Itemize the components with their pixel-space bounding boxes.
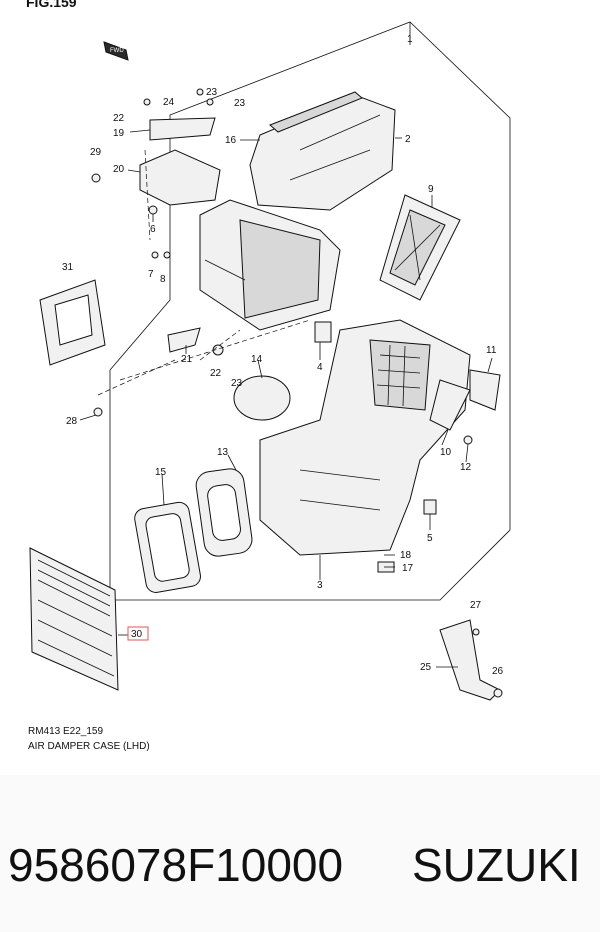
fwd-badge-text: FWD bbox=[110, 48, 124, 54]
callout-11: 11 bbox=[486, 345, 497, 356]
fastener-23b bbox=[206, 98, 214, 106]
fwd-arrow-icon: FWD bbox=[103, 41, 129, 61]
part-15-frame-seal bbox=[134, 501, 201, 593]
part-14-pad bbox=[233, 375, 291, 421]
callout-12: 12 bbox=[460, 462, 472, 473]
fastener-8 bbox=[163, 251, 171, 259]
callout-31: 31 bbox=[62, 262, 74, 273]
callout-7: 7 bbox=[148, 269, 154, 280]
part-9-filter-frame bbox=[379, 194, 461, 301]
callout-24: 24 bbox=[163, 97, 175, 108]
callout-17: 17 bbox=[402, 563, 414, 574]
grid-vents bbox=[376, 344, 421, 407]
callout-27: 27 bbox=[470, 600, 482, 611]
part-19-clip bbox=[149, 117, 216, 141]
callout-30: 30 bbox=[131, 629, 143, 640]
diagram-caption: AIR DAMPER CASE (LHD) bbox=[28, 741, 150, 752]
callout-23-top: 23 bbox=[206, 87, 218, 98]
figure-title: FIG.159 bbox=[26, 0, 77, 10]
exploded-parts-diagram: FWD bbox=[29, 21, 511, 701]
callout-20: 20 bbox=[113, 164, 125, 175]
fastener-6 bbox=[148, 205, 158, 215]
callout-22-lower: 22 bbox=[210, 368, 222, 379]
fastener-28 bbox=[93, 407, 103, 417]
fastener-26 bbox=[493, 688, 503, 698]
fastener-23a bbox=[196, 88, 204, 96]
callout-28: 28 bbox=[66, 416, 78, 427]
fastener-24 bbox=[143, 98, 151, 106]
filter-pleats bbox=[37, 559, 115, 677]
part-4-clip bbox=[314, 321, 332, 343]
callout-3: 3 bbox=[317, 580, 323, 591]
callout-21: 21 bbox=[181, 354, 193, 365]
part-2-upper-duct bbox=[249, 91, 396, 211]
fastener-12 bbox=[463, 435, 473, 445]
diagram-canvas: FIG.159 FWD bbox=[26, 0, 511, 752]
part-21-clip bbox=[167, 327, 201, 353]
callout-6: 6 bbox=[150, 224, 156, 235]
callout-23-right: 23 bbox=[234, 98, 246, 109]
part-13-gasket bbox=[195, 468, 253, 557]
fastener-7 bbox=[151, 251, 159, 259]
part-number: 9586078F10000 bbox=[8, 839, 344, 891]
callout-25: 25 bbox=[420, 662, 432, 673]
part-20-bracket bbox=[139, 149, 221, 206]
part-10-linkage bbox=[429, 379, 471, 431]
callout-29: 29 bbox=[90, 147, 102, 158]
part-31-seal-block bbox=[39, 279, 106, 366]
callout-10: 10 bbox=[440, 447, 452, 458]
callout-16: 16 bbox=[225, 135, 237, 146]
diagram-reference-code: RM413 E22_159 bbox=[28, 726, 104, 737]
part-30-cabin-filter bbox=[29, 547, 119, 691]
part-3-lower-case bbox=[259, 319, 471, 556]
brand-name: SUZUKI bbox=[412, 839, 581, 891]
callout-22-upper: 22 bbox=[113, 113, 125, 124]
part-25-bracket bbox=[439, 619, 501, 701]
part-1-main-housing bbox=[199, 199, 341, 331]
listing-footer bbox=[0, 775, 600, 932]
callout-1: 1 bbox=[407, 34, 413, 45]
callout-14: 14 bbox=[251, 354, 263, 365]
callout-19: 19 bbox=[113, 128, 125, 139]
part-5-clip bbox=[423, 499, 437, 515]
assembly-frame bbox=[109, 21, 511, 601]
callout-26: 26 bbox=[492, 666, 504, 677]
part-11-lever bbox=[469, 369, 501, 411]
callout-23-lower: 23 bbox=[231, 378, 243, 389]
callout-15: 15 bbox=[155, 467, 167, 478]
callout-13: 13 bbox=[217, 447, 229, 458]
callout-18: 18 bbox=[400, 550, 412, 561]
highlight-box-30 bbox=[127, 626, 149, 641]
callout-8: 8 bbox=[160, 274, 166, 285]
callout-2: 2 bbox=[405, 134, 411, 145]
callout-4: 4 bbox=[317, 362, 323, 373]
fastener-27 bbox=[472, 628, 480, 636]
callout-9: 9 bbox=[428, 184, 434, 195]
callout-5: 5 bbox=[427, 533, 433, 544]
fastener-29 bbox=[91, 173, 101, 183]
